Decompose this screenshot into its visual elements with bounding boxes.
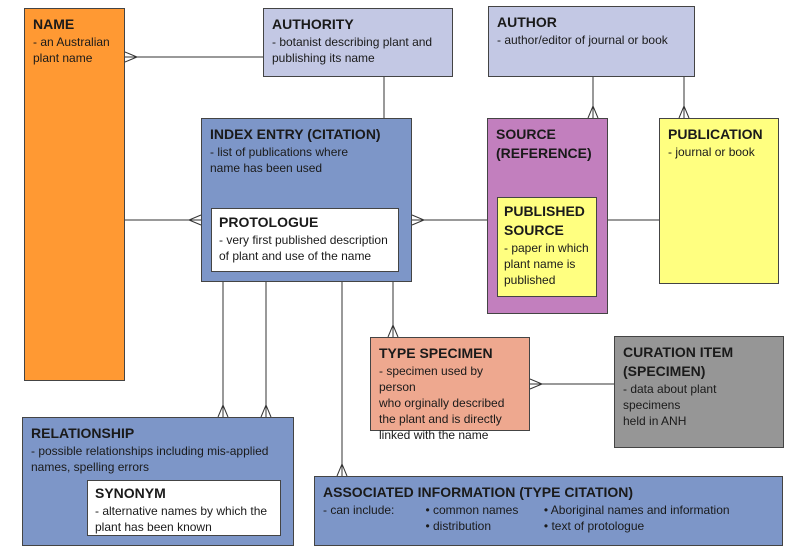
published-source-desc: - paper in which plant name is published [504, 241, 589, 287]
crowfoot-associated [336, 462, 348, 477]
relationship-desc: - possible relationships including mis-a… [31, 444, 269, 474]
index-entry-desc: - list of publications where name has be… [210, 145, 349, 175]
curation-item-title: CURATION ITEM(SPECIMEN) [623, 344, 734, 379]
protologue-entity: PROTOLOGUE - very first published descri… [211, 208, 399, 272]
name-entity: NAME - an Australian plant name [24, 8, 125, 381]
author-entity: AUTHOR - author/editor of journal or boo… [488, 6, 695, 77]
curation-item-desc: - data about plant specimens held in ANH [623, 382, 717, 428]
publication-entity: PUBLICATION - journal or book [659, 118, 779, 284]
relationship-title: RELATIONSHIP [31, 425, 135, 441]
crowfoot-type-right [529, 378, 544, 390]
crowfoot-name-authority [124, 51, 139, 63]
crowfoot-index-right [411, 214, 426, 226]
crowfoot-relationship-2 [260, 403, 272, 418]
type-specimen-entity: TYPE SPECIMEN - specimen used by person … [370, 337, 530, 442]
synonym-entity: SYNONYM - alternative names by which the… [87, 480, 281, 536]
crowfoot-relationship-1 [217, 403, 229, 418]
crowfoot-type [387, 323, 399, 338]
associated-info-entity: ASSOCIATED INFORMATION (TYPE CITATION) -… [314, 476, 783, 546]
type-specimen-desc: - specimen used by person who orginally … [379, 364, 505, 442]
crowfoot-publication-top [678, 104, 690, 119]
source-title: SOURCE(REFERENCE) [496, 126, 592, 161]
authority-desc: - botanist describing plant and publishi… [272, 35, 433, 65]
crowfoot-source-top [587, 104, 599, 119]
type-specimen-title: TYPE SPECIMEN [379, 345, 493, 361]
name-title: NAME [33, 16, 75, 32]
protologue-title: PROTOLOGUE [219, 214, 319, 230]
associated-info-col1: • common names• distribution [425, 503, 519, 533]
associated-info-title: ASSOCIATED INFORMATION (TYPE CITATION) [323, 484, 634, 500]
publication-desc: - journal or book [668, 145, 755, 159]
publication-title: PUBLICATION [668, 126, 763, 142]
authority-title: AUTHORITY [272, 16, 354, 32]
synonym-desc: - alternative names by which the plant h… [95, 504, 268, 534]
curation-item-entity: CURATION ITEM(SPECIMEN) - data about pla… [614, 336, 784, 448]
authority-entity: AUTHORITY - botanist describing plant an… [263, 8, 453, 77]
synonym-title: SYNONYM [95, 485, 166, 501]
associated-info-col2: • Aboriginal names and information• text… [543, 503, 730, 533]
crowfoot-index-left [187, 214, 202, 226]
associated-info-prefix: - can include: [323, 503, 395, 517]
protologue-desc: - very first published description of pl… [219, 233, 388, 263]
name-desc: - an Australian plant name [33, 35, 110, 65]
index-entry-title: INDEX ENTRY (CITATION) [210, 126, 381, 142]
author-title: AUTHOR [497, 14, 557, 30]
author-desc: - author/editor of journal or book [497, 33, 668, 47]
